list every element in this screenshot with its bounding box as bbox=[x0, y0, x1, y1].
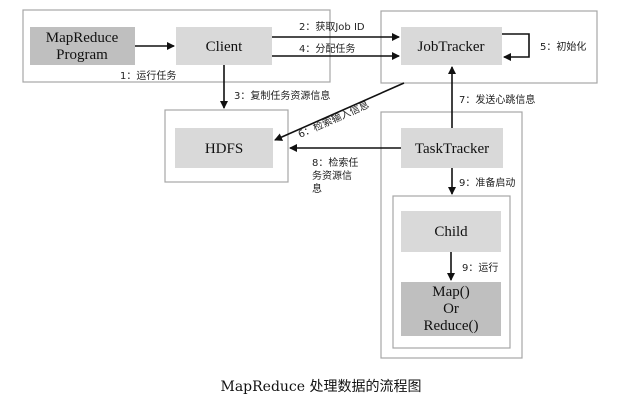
figure-caption: MapReduce 处理数据的流程图 bbox=[220, 379, 421, 395]
map-label: Map() bbox=[432, 284, 470, 300]
edge-label-6: 6：检索输入信息 bbox=[296, 98, 371, 141]
edge-label-3: 3：复制任务资源信息 bbox=[234, 89, 330, 102]
edge-label-4: 4：分配任务 bbox=[299, 42, 355, 55]
jobtracker-label: JobTracker bbox=[418, 39, 485, 55]
edge-label-1: 1：运行任务 bbox=[120, 69, 176, 82]
hdfs-label: HDFS bbox=[205, 141, 243, 157]
arrow-initialize bbox=[502, 33, 530, 61]
map-reduce-box bbox=[401, 282, 501, 336]
hdfs-box bbox=[175, 128, 273, 168]
tasktracker-label: TaskTracker bbox=[415, 141, 489, 157]
mapreduce-program-label-line-1: MapReduce bbox=[46, 30, 119, 46]
client-box bbox=[176, 27, 272, 65]
child-label: Child bbox=[434, 224, 468, 240]
edge-label-9-run: 9：运行 bbox=[462, 261, 498, 274]
client-label: Client bbox=[206, 39, 243, 55]
jobtracker-box bbox=[401, 27, 502, 65]
mapreduce-program-label-line-2: Program bbox=[56, 47, 108, 63]
edge-label-8-line-1: 8：检索任 bbox=[312, 156, 358, 169]
mapreduce-program-box bbox=[30, 27, 135, 65]
edge-label-9-prepare: 9：准备启动 bbox=[459, 176, 515, 189]
edge-label-8-line-3: 息 bbox=[312, 182, 322, 195]
edge-label-8-line-2: 务资源信 bbox=[312, 169, 352, 182]
or-label: Or bbox=[443, 301, 459, 317]
edge-label-7: 7：发送心跳信息 bbox=[459, 93, 535, 106]
child-box bbox=[401, 211, 501, 252]
edge-label-2: 2：获取Job ID bbox=[299, 21, 365, 33]
reduce-label: Reduce() bbox=[424, 318, 479, 334]
edge-label-5: 5：初始化 bbox=[540, 40, 586, 53]
tasktracker-box bbox=[401, 128, 503, 168]
arrow-retrieve-input-splits bbox=[274, 82, 405, 141]
